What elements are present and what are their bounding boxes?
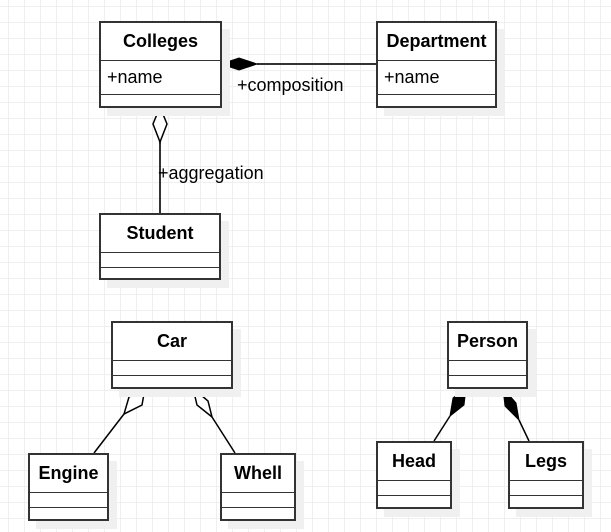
class-person[interactable]: Person (447, 321, 528, 389)
class-engine[interactable]: Engine (28, 453, 109, 521)
class-head[interactable]: Head (376, 441, 452, 509)
filled-diamond-icon (219, 57, 259, 71)
class-name: Colleges (101, 23, 220, 61)
class-attributes (30, 493, 107, 508)
hollow-diamond-icon (122, 386, 147, 416)
class-name: Engine (30, 455, 107, 493)
class-legs[interactable]: Legs (508, 441, 584, 509)
class-attributes (101, 253, 219, 268)
filled-diamond-icon (502, 386, 520, 422)
class-attribute: +name (101, 61, 220, 95)
hollow-diamond-icon (152, 105, 168, 145)
class-operations (222, 508, 294, 519)
class-whell[interactable]: Whell (220, 453, 296, 521)
aggregation-car-whell[interactable] (191, 385, 236, 454)
composition-colleges-department[interactable] (219, 57, 376, 71)
class-name: Student (101, 215, 219, 253)
class-name: Whell (222, 455, 294, 493)
class-operations (378, 496, 450, 507)
class-department[interactable]: Department +name (376, 21, 497, 108)
class-name: Head (378, 443, 450, 481)
class-operations (449, 376, 526, 387)
class-name: Legs (510, 443, 582, 481)
class-attribute: +name (378, 61, 495, 95)
class-name: Person (449, 323, 526, 361)
hollow-diamond-icon (191, 385, 214, 419)
composition-person-legs[interactable] (502, 386, 530, 442)
class-operations (378, 95, 495, 106)
class-attributes (510, 481, 582, 496)
class-operations (113, 376, 231, 387)
class-operations (101, 95, 220, 106)
class-attributes (113, 361, 231, 376)
class-attributes (378, 481, 450, 496)
composition-label: +composition (237, 75, 344, 95)
class-name: Department (378, 23, 495, 61)
class-operations (101, 268, 219, 278)
class-attributes (449, 361, 526, 376)
filled-diamond-icon (449, 386, 467, 418)
class-colleges[interactable]: Colleges +name (99, 21, 222, 108)
aggregation-label: +aggregation (158, 163, 264, 183)
aggregation-car-engine[interactable] (93, 386, 147, 454)
class-student[interactable]: Student (99, 213, 221, 280)
aggregation-colleges-student[interactable] (152, 105, 168, 213)
composition-person-head[interactable] (433, 386, 467, 442)
class-operations (30, 508, 107, 519)
class-name: Car (113, 323, 231, 361)
class-car[interactable]: Car (111, 321, 233, 389)
class-operations (510, 496, 582, 507)
class-attributes (222, 493, 294, 508)
